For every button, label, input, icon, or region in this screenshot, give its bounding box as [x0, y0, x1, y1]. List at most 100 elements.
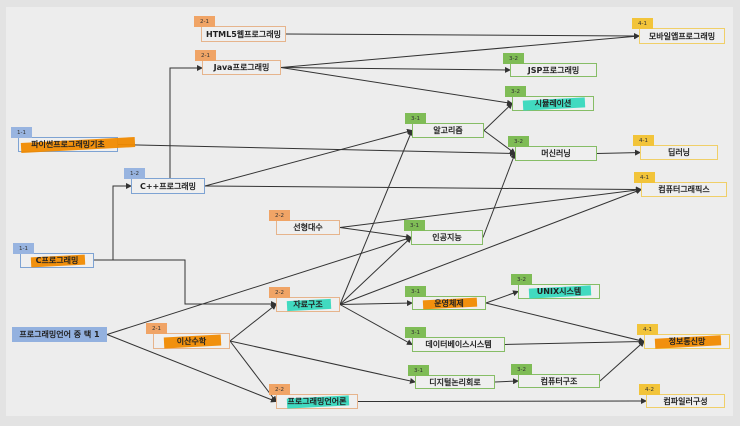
- edge-html5-mobile: [285, 32, 640, 39]
- node-tag: 2-1: [194, 16, 215, 27]
- edge-os-unix: [485, 290, 519, 304]
- edge-java-mobile: [280, 33, 640, 68]
- node-tag: 3-1: [405, 113, 426, 124]
- node-ml[interactable]: 머신러닝: [515, 146, 597, 161]
- node-label: 프로그래밍언어 중 택 1: [19, 330, 100, 339]
- node-tag: 2-2: [269, 384, 290, 395]
- edge-linalg-cg: [339, 187, 642, 228]
- node-label: JSP프로그래밍: [527, 65, 580, 75]
- node-label: 컴파일러구성: [663, 396, 708, 406]
- edge-discrete-ds: [229, 303, 277, 342]
- node-ds[interactable]: 자료구조: [276, 297, 340, 312]
- edge-ds-algo: [339, 129, 413, 305]
- node-c[interactable]: C프로그래밍: [20, 253, 94, 268]
- node-html5[interactable]: HTML5웹프로그래밍: [201, 26, 286, 42]
- node-tag: 4-1: [637, 324, 658, 335]
- node-label: 시뮬레이션: [534, 99, 572, 108]
- node-tag: 3-2: [511, 274, 532, 285]
- edge-arch-net: [599, 340, 645, 382]
- node-label: 데이터베이스시스템: [425, 340, 492, 349]
- node-label: C++프로그래밍: [139, 181, 197, 191]
- node-cpp[interactable]: C++프로그래밍: [131, 178, 205, 194]
- node-label: 프로그래밍언어론: [287, 397, 347, 406]
- node-dl[interactable]: 딥러닝: [640, 145, 718, 160]
- edge-db-net: [504, 338, 645, 345]
- edge-os-net: [485, 302, 645, 344]
- node-label: 디지털논리회로: [429, 377, 481, 387]
- edge-choose-ai: [106, 236, 412, 335]
- node-ai[interactable]: 인공지능: [411, 230, 483, 245]
- edge-ds-ai: [339, 236, 412, 305]
- edge-ai-ml: [482, 152, 517, 238]
- node-compiler[interactable]: 컴파일러구성: [646, 394, 725, 408]
- node-linalg[interactable]: 선형대수: [276, 220, 340, 235]
- node-tag: 4-1: [633, 135, 654, 146]
- node-choose[interactable]: 프로그래밍언어 중 택 1: [12, 327, 107, 342]
- edge-c-ds: [94, 259, 277, 307]
- node-python[interactable]: 파이썬프로그래밍기초: [18, 137, 136, 153]
- node-tag: 3-2: [511, 364, 532, 375]
- node-label: 파이썬프로그래밍기초: [31, 140, 105, 149]
- node-tag: 3-2: [508, 136, 529, 147]
- edge-discrete-logic: [229, 340, 416, 384]
- node-label: 컴퓨터그래픽스: [658, 185, 710, 194]
- edge-pl-compiler: [357, 398, 647, 405]
- node-tag: 1-1: [11, 127, 32, 138]
- node-logic[interactable]: 디지털논리회로: [415, 375, 495, 389]
- edge-ds-os: [339, 300, 413, 307]
- node-mobile[interactable]: 모바일앱프로그래밍: [639, 28, 725, 44]
- node-cg[interactable]: 컴퓨터그래픽스: [641, 182, 727, 197]
- edge-c-cpp: [94, 183, 132, 261]
- node-arch[interactable]: 컴퓨터구조: [518, 374, 600, 388]
- node-tag: 3-2: [503, 53, 524, 64]
- node-tag: 4-1: [634, 172, 655, 183]
- node-sim[interactable]: 시뮬레이션: [512, 96, 594, 111]
- node-tag: 2-2: [269, 210, 290, 221]
- node-label: 자료구조: [293, 300, 323, 309]
- node-unix[interactable]: UNIX시스템: [518, 284, 600, 299]
- node-algo[interactable]: 알고리즘: [412, 123, 484, 138]
- edge-algo-ml: [483, 130, 516, 155]
- node-tag: 3-2: [505, 86, 526, 97]
- edge-python-ml: [117, 144, 516, 157]
- node-tag: 3-1: [408, 365, 429, 376]
- edge-cpp-algo: [204, 128, 413, 187]
- node-java[interactable]: Java프로그래밍: [202, 60, 281, 75]
- node-label: 딥러닝: [667, 148, 691, 157]
- edge-discrete-pl: [229, 340, 277, 403]
- slide-canvas: [6, 7, 733, 416]
- node-label: HTML5웹프로그래밍: [206, 29, 281, 39]
- node-tag: 2-2: [269, 287, 290, 298]
- edge-algo-sim: [483, 102, 513, 131]
- node-tag: 4-1: [632, 18, 653, 29]
- node-label: 머신러닝: [541, 149, 571, 158]
- node-label: 운영체제: [434, 298, 464, 308]
- node-jsp[interactable]: JSP프로그래밍: [510, 63, 597, 77]
- node-label: Java프로그래밍: [213, 63, 270, 72]
- node-label: UNIX시스템: [536, 287, 582, 296]
- node-os[interactable]: 운영체제: [412, 296, 486, 310]
- node-pl[interactable]: 프로그래밍언어론: [276, 394, 358, 409]
- edge-cpp-java: [169, 65, 203, 178]
- node-tag: 3-1: [404, 220, 425, 231]
- node-tag: 1-1: [13, 243, 34, 254]
- node-tag: 4-2: [639, 384, 660, 395]
- node-label: 인공지능: [432, 233, 462, 242]
- edge-choose-pl: [106, 334, 277, 403]
- node-label: 정보통신망: [668, 337, 706, 346]
- node-label: 컴퓨터구조: [540, 376, 578, 386]
- node-tag: 1-2: [124, 168, 145, 179]
- node-label: 이산수학: [176, 336, 207, 346]
- edge-ds-db: [339, 304, 413, 345]
- node-net[interactable]: 정보통신망: [644, 334, 730, 349]
- node-tag: 2-1: [146, 323, 167, 334]
- node-db[interactable]: 데이터베이스시스템: [412, 337, 505, 352]
- edge-java-jsp: [280, 66, 511, 73]
- edge-linalg-ai: [339, 227, 412, 240]
- node-tag: 3-1: [405, 286, 426, 297]
- node-tag: 3-1: [405, 327, 426, 338]
- edge-java-sim: [280, 67, 513, 106]
- node-discrete[interactable]: 이산수학: [153, 333, 230, 349]
- edge-ml-dl: [596, 149, 641, 156]
